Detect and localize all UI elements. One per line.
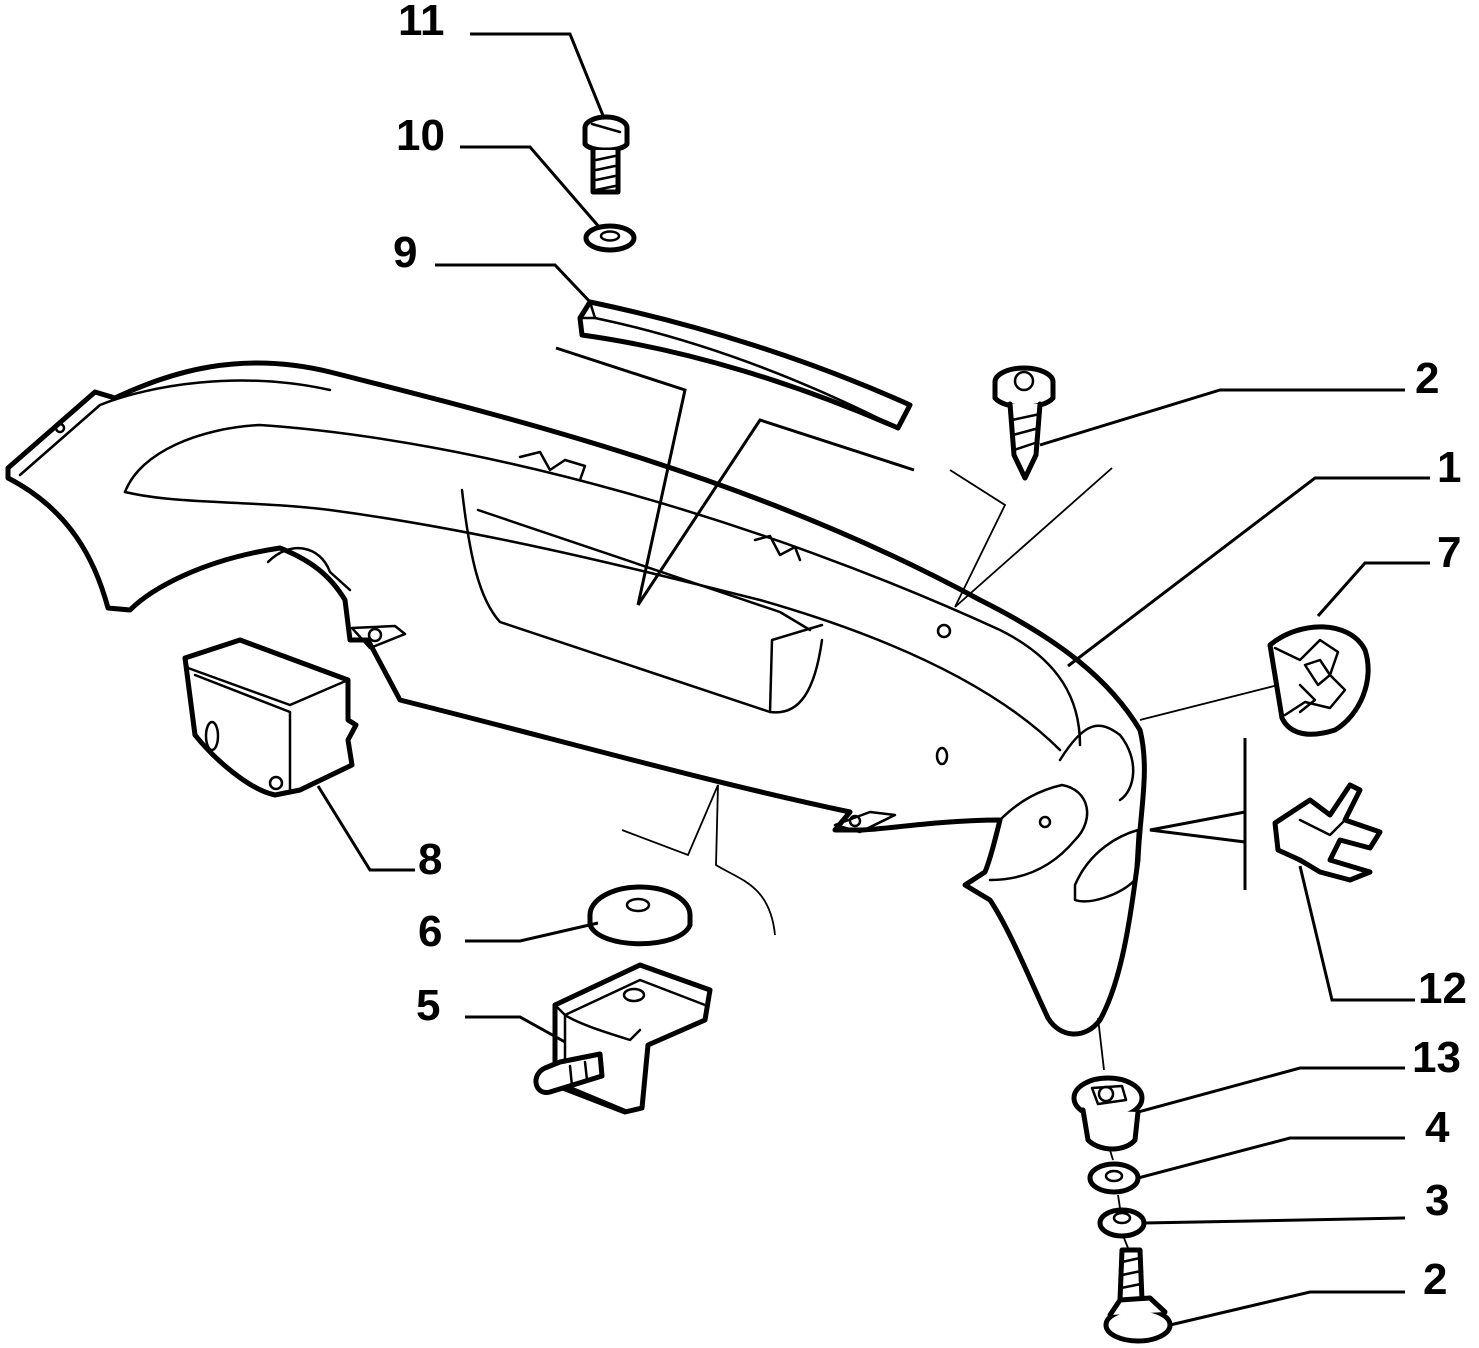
leader-12 bbox=[1298, 865, 1415, 1002]
part-11-screw bbox=[582, 114, 630, 195]
leader-8 bbox=[316, 785, 415, 872]
part-6-rubber-washer bbox=[587, 884, 693, 947]
callout-label-12: 12 bbox=[1418, 964, 1467, 1013]
callout-label-10: 10 bbox=[396, 111, 445, 160]
leader-5 bbox=[465, 1015, 566, 1044]
callout-label-3: 3 bbox=[1425, 1176, 1449, 1225]
part-1-bumper bbox=[5, 360, 1147, 1037]
callout-label-5: 5 bbox=[416, 981, 440, 1030]
callout-label-9: 9 bbox=[393, 228, 417, 277]
callout-label-6: 6 bbox=[418, 907, 442, 956]
part-7-round-clip bbox=[1267, 624, 1371, 737]
leader-11 bbox=[470, 32, 606, 119]
leader-2-top bbox=[1039, 388, 1405, 447]
callout-label-1: 1 bbox=[1437, 443, 1461, 492]
callout-label-8: 8 bbox=[418, 835, 442, 884]
callout-label-7: 7 bbox=[1437, 528, 1461, 577]
assembly-lines bbox=[555, 346, 1279, 1249]
leader-9 bbox=[435, 263, 594, 306]
callout-label-4: 4 bbox=[1425, 1103, 1450, 1152]
part-10-washer bbox=[583, 223, 637, 253]
leader-3 bbox=[1143, 1216, 1406, 1225]
part-2-torx-screw-top bbox=[992, 365, 1056, 481]
leader-4 bbox=[1137, 1136, 1405, 1180]
callout-label-11: 11 bbox=[398, 0, 445, 45]
leader-2-bottom bbox=[1169, 1290, 1405, 1327]
callout-label-13: 13 bbox=[1412, 1033, 1461, 1082]
leader-6 bbox=[465, 921, 599, 943]
leader-7 bbox=[1316, 561, 1430, 617]
callout-label-2-top: 2 bbox=[1415, 354, 1439, 403]
part-9-rubber-strip bbox=[577, 299, 913, 431]
leader-10 bbox=[460, 145, 602, 229]
leader-13 bbox=[1137, 1066, 1405, 1114]
callout-label-2-bottom: 2 bbox=[1423, 1255, 1447, 1304]
part-8-bracket-box bbox=[182, 637, 359, 798]
callout-labels: 11 10 9 2 1 7 8 6 5 12 13 4 3 2 bbox=[393, 0, 1467, 1304]
part-2-screw-bottom bbox=[1103, 1247, 1173, 1344]
part-5-support-bracket bbox=[533, 962, 713, 1115]
part-13-nut-insert bbox=[1071, 1075, 1145, 1152]
part-4-washer bbox=[1087, 1161, 1141, 1195]
part-12-spring-clip bbox=[1272, 782, 1383, 883]
leader-lines bbox=[316, 32, 1430, 1327]
part-3-washer bbox=[1097, 1207, 1147, 1239]
leader-1 bbox=[1067, 476, 1430, 668]
